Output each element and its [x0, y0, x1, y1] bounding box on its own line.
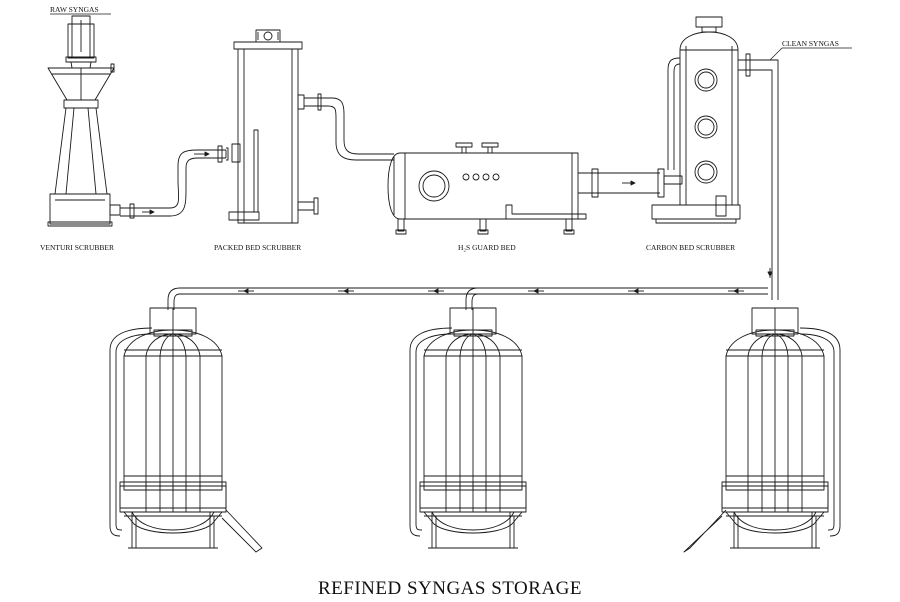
- packed-bed-scrubber: [225, 29, 319, 224]
- carbon-bed-scrubber: [651, 16, 768, 224]
- h2s-guard-bed: [387, 142, 665, 235]
- diagram-title: REFINED SYNGAS STORAGE: [318, 578, 582, 599]
- storage-tank-2: [409, 307, 527, 549]
- packed-bed-scrubber-label: PACKED BED SCRUBBER: [214, 243, 301, 252]
- clean-syngas-label: CLEAN SYNGAS: [782, 39, 839, 48]
- h2s-guard-bed-label: H₂S GUARD BED: [458, 243, 516, 252]
- venturi-scrubber-label: VENTURI SCRUBBER: [40, 243, 114, 252]
- carbon-bed-scrubber-label: CARBON BED SCRUBBER: [646, 243, 735, 252]
- venturi-scrubber: [47, 15, 170, 227]
- raw-syngas-label: RAW SYNGAS: [50, 5, 99, 14]
- storage-tank-3: [683, 307, 841, 553]
- storage-tank-1: [109, 307, 263, 553]
